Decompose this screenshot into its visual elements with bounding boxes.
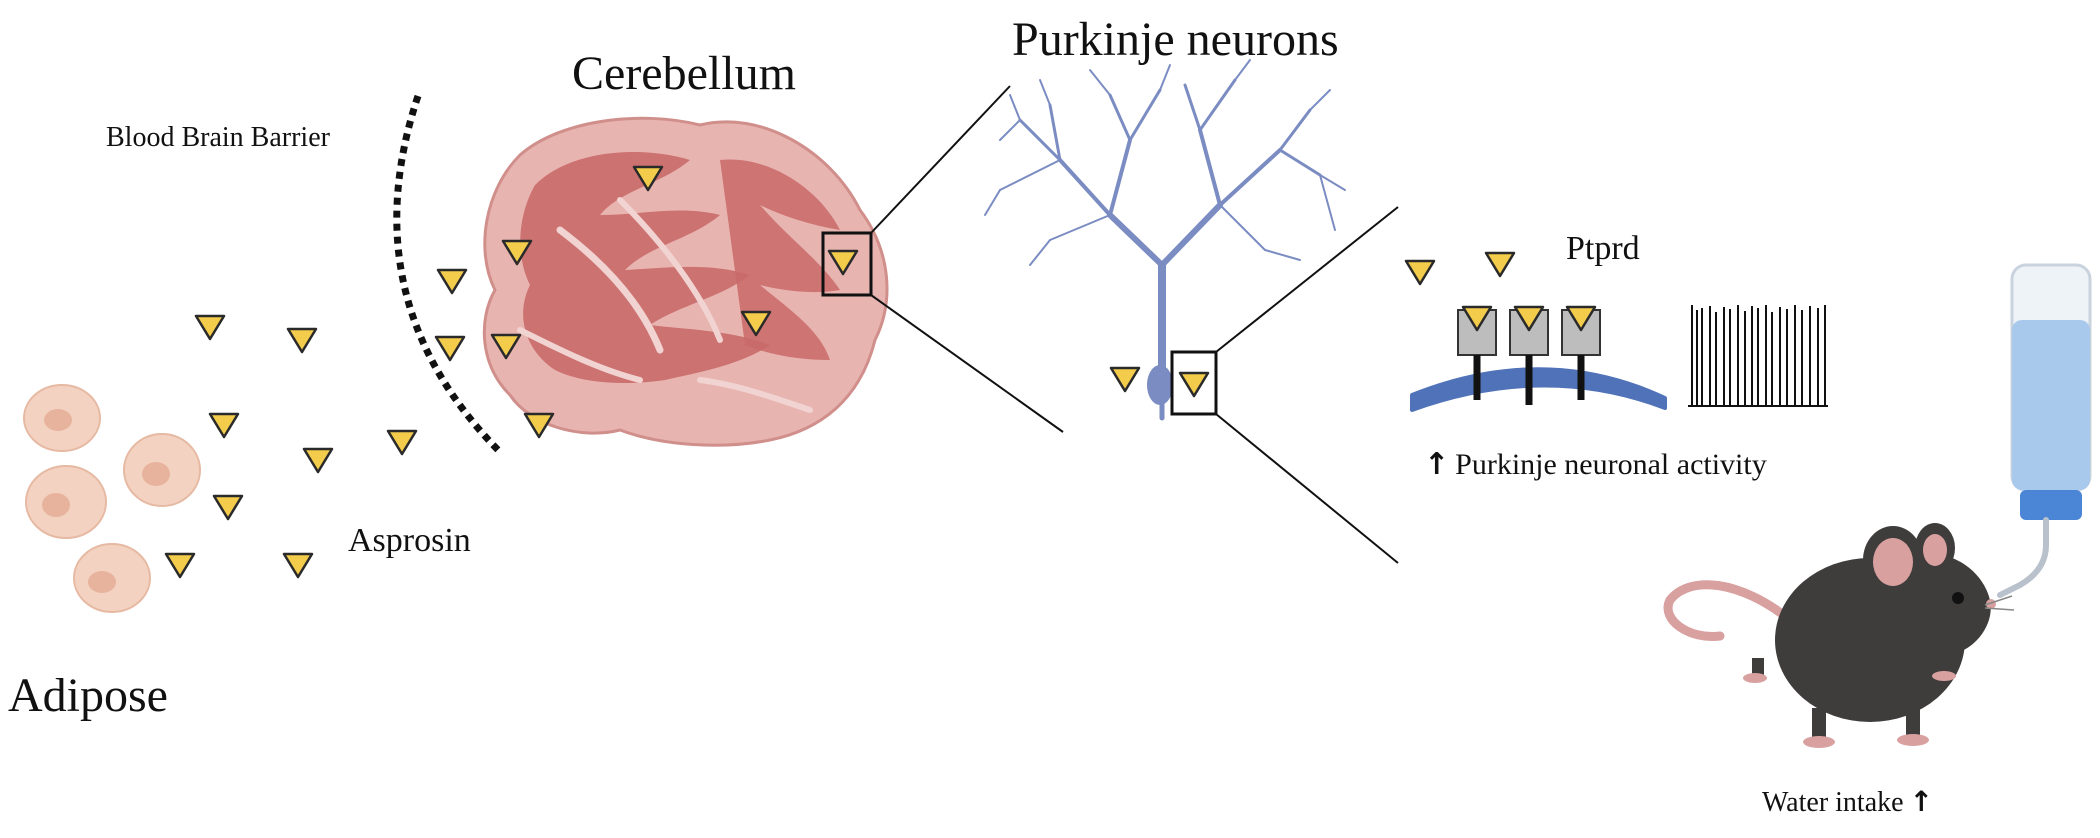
asprosin-triangle-icon	[436, 268, 468, 295]
adipocyte	[123, 433, 201, 507]
asprosin-triangle-icon	[286, 327, 318, 354]
ptprd-label: Ptprd	[1566, 230, 1640, 267]
purkinje-activity-label: ↑Purkinje neuronal activity	[1418, 450, 1767, 480]
asprosin-triangle-icon	[1404, 259, 1436, 286]
soma-zoom-box	[1170, 350, 1218, 416]
mouse-illustration	[1663, 523, 2015, 748]
asprosin-triangle-icon	[208, 412, 240, 439]
adipose-cells	[23, 384, 201, 613]
asprosin-triangle-icon	[282, 552, 314, 579]
adipocyte	[25, 465, 107, 539]
cerebellum-illustration	[482, 116, 889, 447]
purkinje-neurons-label: Purkinje neurons	[1012, 13, 1339, 66]
asprosin-triangle-icon	[1178, 371, 1210, 398]
asprosin-triangle-icon	[1484, 251, 1516, 278]
cerebellum-zoom-box	[821, 231, 873, 297]
purkinje-neuron-illustration	[984, 59, 1346, 421]
blood-brain-barrier-line	[393, 94, 503, 455]
neuron-membrane	[1410, 367, 1667, 412]
zoom-line	[1215, 413, 1399, 564]
ptprd-receptor	[1509, 309, 1549, 405]
up-arrow-icon: ↑	[1909, 785, 1934, 818]
asprosin-triangle-icon	[1109, 366, 1141, 393]
asprosin-markers	[164, 165, 1597, 579]
purkinje-activity-text: Purkinje neuronal activity	[1455, 448, 1767, 481]
asprosin-label: Asprosin	[348, 522, 471, 559]
zoom-line	[1215, 206, 1399, 353]
asprosin-triangle-icon	[212, 494, 244, 521]
cerebellum-label: Cerebellum	[572, 47, 796, 100]
water-intake-text: Water intake	[1762, 787, 1904, 818]
water-bottle	[1997, 263, 2092, 598]
adipose-label: Adipose	[8, 669, 168, 722]
spike-train	[1688, 305, 1828, 407]
asprosin-triangle-icon	[164, 552, 196, 579]
asprosin-triangle-icon	[302, 447, 334, 474]
zoom-line	[870, 294, 1064, 433]
water-intake-label: Water intake↑	[1762, 788, 1939, 817]
adipocyte	[73, 543, 151, 613]
blood-brain-barrier-label: Blood Brain Barrier	[106, 122, 330, 153]
up-arrow-icon: ↑	[1424, 447, 1450, 482]
adipocyte	[23, 384, 101, 452]
zoom-line	[870, 85, 1011, 234]
asprosin-triangle-icon	[194, 314, 226, 341]
asprosin-triangle-icon	[434, 335, 466, 362]
asprosin-triangle-icon	[386, 429, 418, 456]
